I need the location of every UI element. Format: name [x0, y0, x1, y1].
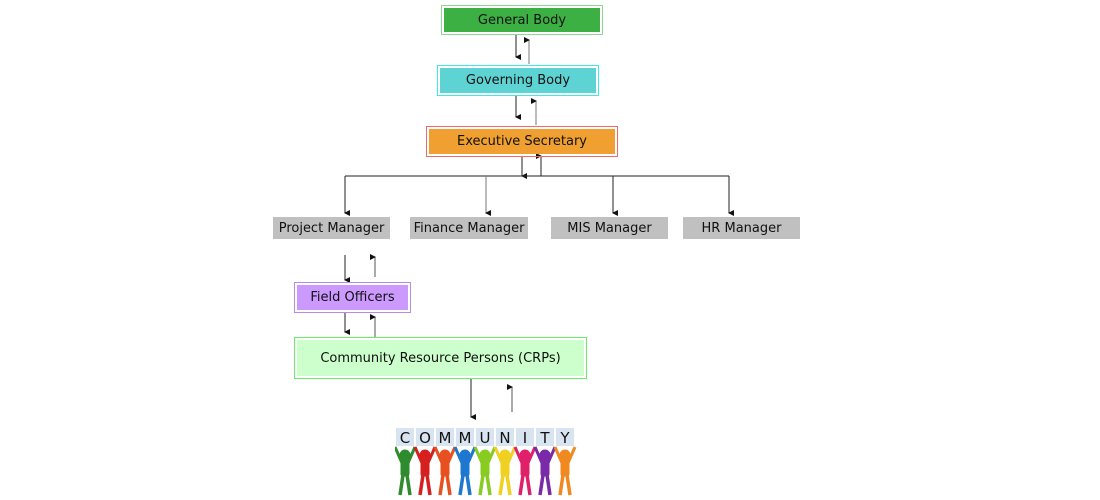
- node-hr-manager: HR Manager: [683, 217, 800, 239]
- person-figure: [413, 446, 437, 496]
- node-field-officers: Field Officers: [294, 282, 411, 313]
- community-letter: M: [459, 429, 472, 447]
- letter-card: [416, 428, 434, 446]
- node-label: Finance Manager: [413, 220, 525, 236]
- letter-card: [396, 428, 414, 446]
- community-letter: N: [499, 429, 510, 447]
- letter-card: [556, 428, 574, 446]
- community-letter: I: [523, 429, 527, 447]
- community-letter: Y: [559, 429, 570, 447]
- community-letter: C: [400, 429, 410, 447]
- person-figure: [533, 446, 557, 496]
- node-label: Community Resource Persons (CRPs): [320, 350, 561, 366]
- person-figure: [493, 446, 517, 496]
- node-label: Executive Secretary: [457, 134, 587, 149]
- letter-card: [456, 428, 474, 446]
- person-figure: [433, 446, 457, 496]
- letter-card: [516, 428, 534, 446]
- letter-card: [436, 428, 454, 446]
- community-letter: O: [419, 429, 431, 447]
- community-letter: M: [439, 429, 452, 447]
- person-figure: [553, 446, 577, 496]
- node-label: Field Officers: [310, 290, 395, 305]
- node-mis-manager: MIS Manager: [551, 217, 668, 239]
- node-label: HR Manager: [701, 220, 782, 236]
- node-project-manager: Project Manager: [273, 217, 390, 239]
- node-governing-body: Governing Body: [437, 65, 599, 96]
- node-label: General Body: [477, 12, 567, 28]
- letter-card: [496, 428, 514, 446]
- community-letter: T: [539, 429, 550, 447]
- person-figure: [513, 446, 537, 496]
- letter-card: [476, 428, 494, 446]
- node-crps: Community Resource Persons (CRPs): [294, 337, 587, 379]
- node-label: MIS Manager: [567, 220, 652, 236]
- node-label: Governing Body: [465, 73, 571, 88]
- letter-card: [536, 428, 554, 446]
- person-figure: [453, 446, 477, 496]
- node-executive-secretary: Executive Secretary: [426, 126, 618, 157]
- node-label: Project Manager: [278, 220, 385, 236]
- node-finance-manager: Finance Manager: [410, 217, 528, 239]
- person-figure: [473, 446, 497, 496]
- person-figure: [395, 446, 417, 496]
- community-letter: U: [480, 429, 491, 447]
- node-general-body: General Body: [441, 5, 603, 35]
